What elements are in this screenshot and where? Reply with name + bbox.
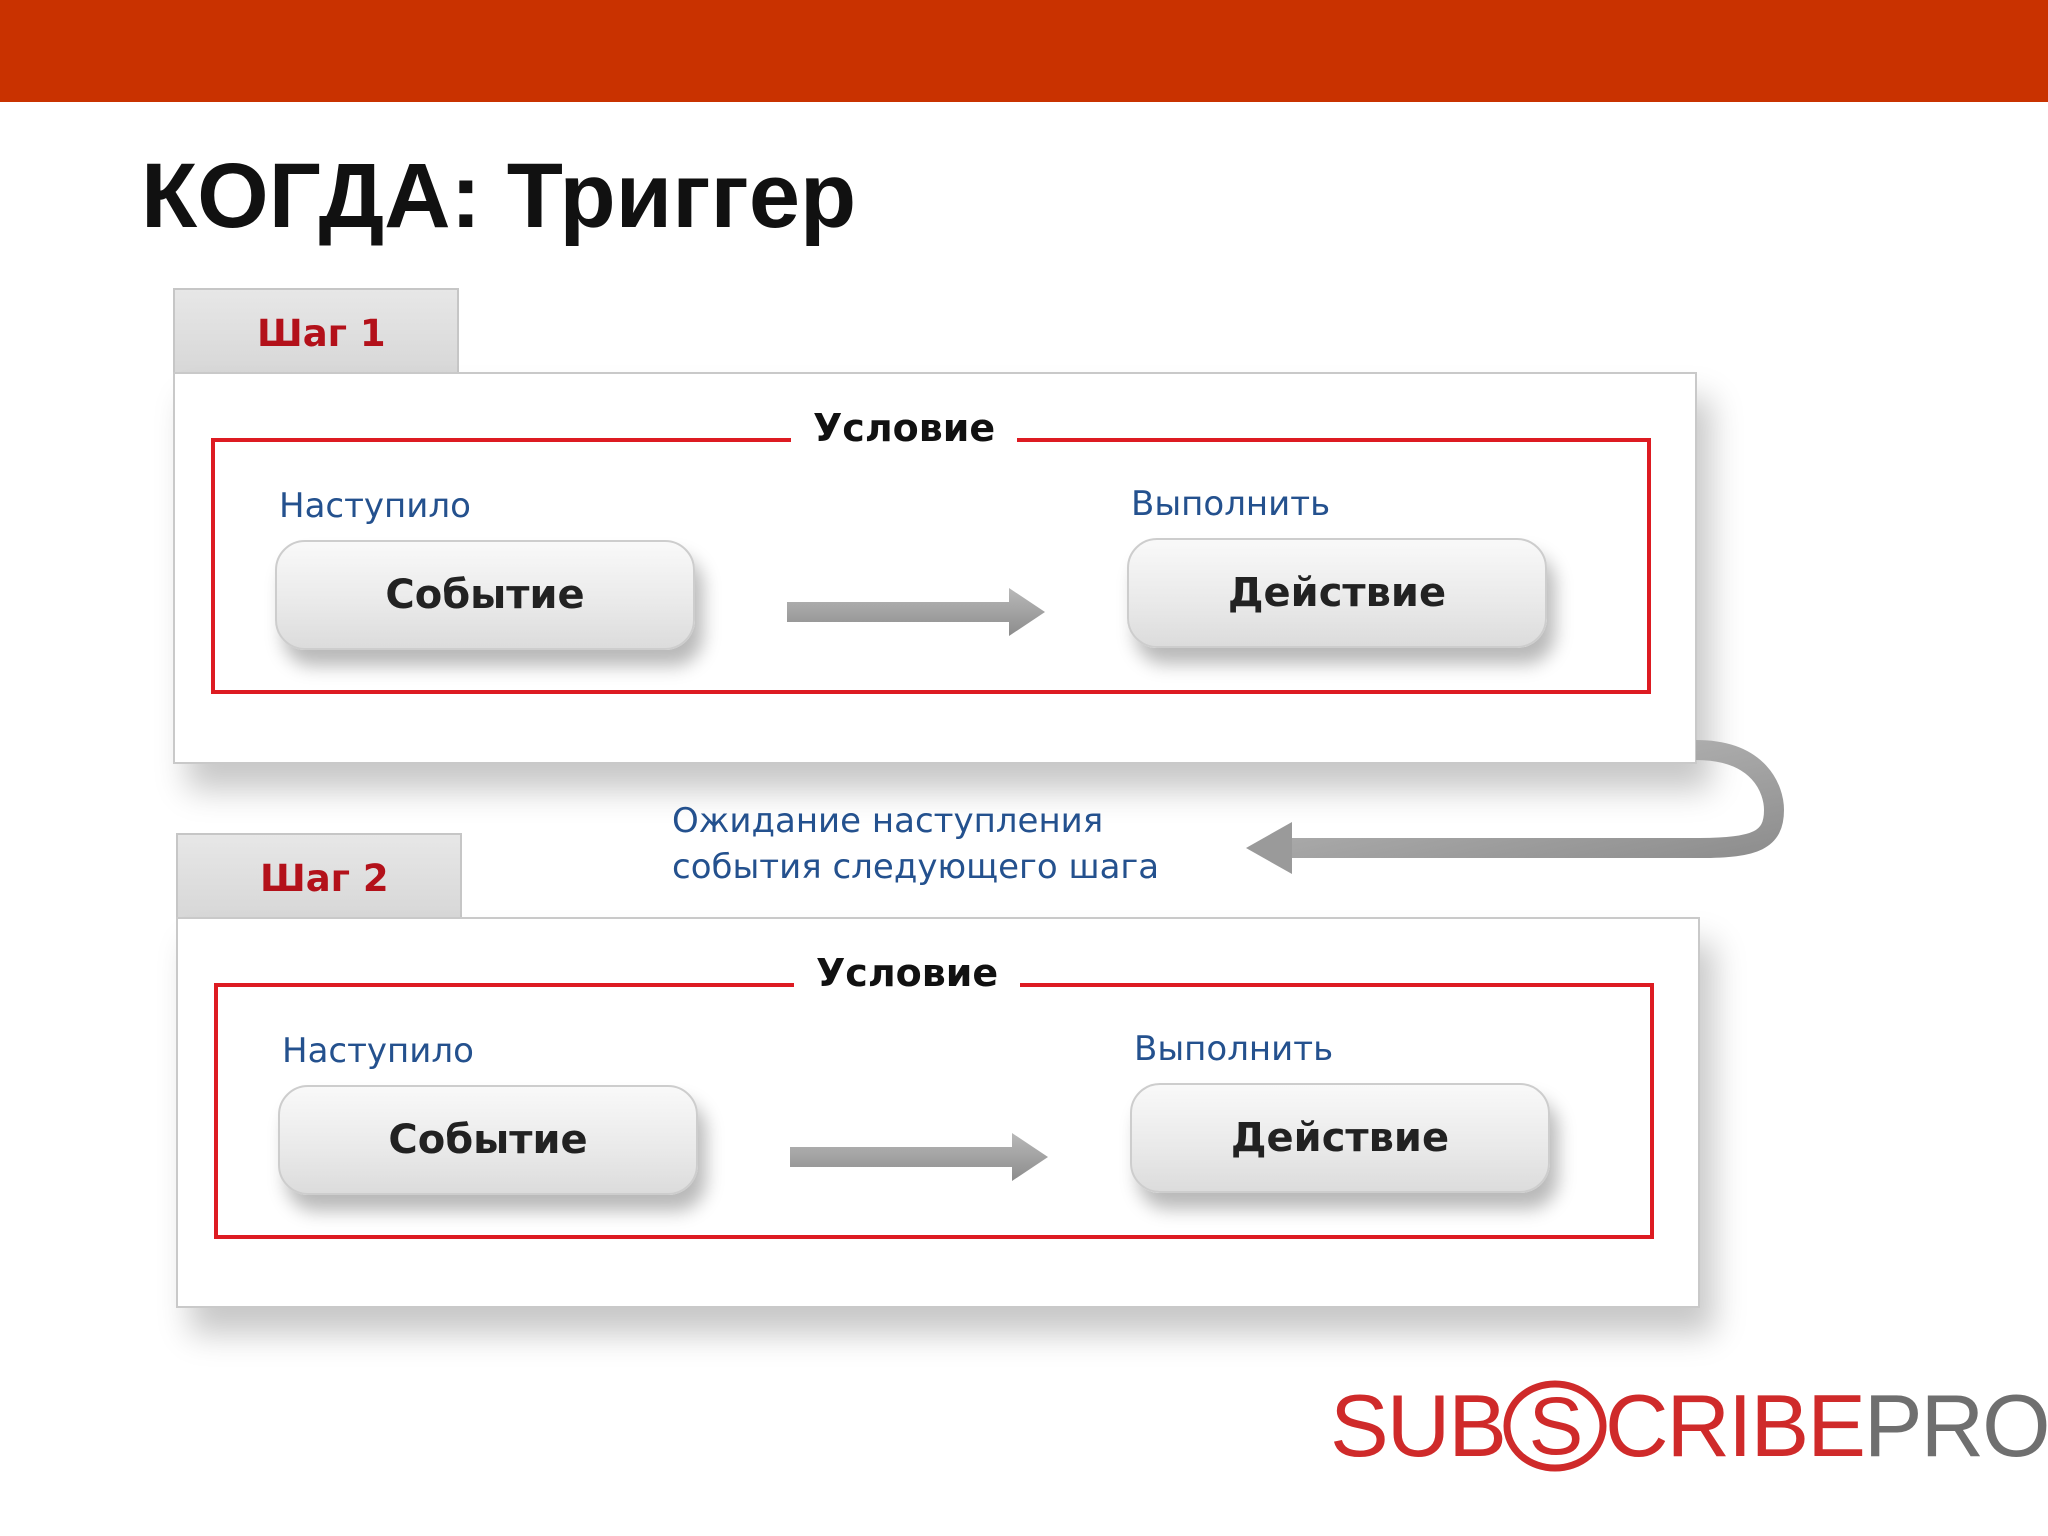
step-1-event-node: Событие	[275, 540, 695, 650]
step-2-tab: Шаг 2	[176, 833, 462, 919]
step-1-action-label: Действие	[1227, 570, 1447, 616]
step-1-event-label: Событие	[385, 572, 585, 618]
step-2-condition-label: Условие	[794, 951, 1021, 995]
step-1-condition-box: Условие Наступило Выполнить Событие	[211, 406, 1651, 694]
step-2-occurred-label: Наступило	[282, 1031, 474, 1071]
step-1-panel: Условие Наступило Выполнить Событие	[173, 372, 1697, 764]
step-1-tab-label: Шаг 1	[257, 312, 386, 355]
logo-s-emblem-icon: S	[1503, 1380, 1607, 1472]
step-2-condition-box: Условие Наступило Выполнить Событие	[214, 951, 1654, 1239]
step-2: Шаг 2 Условие Наступило Выполнить Событи…	[0, 833, 2048, 1393]
step-1-condition-label: Условие	[791, 406, 1018, 450]
return-arrow-icon	[1246, 740, 1785, 874]
step-1-tab: Шаг 1	[173, 288, 459, 374]
step-1: Шаг 1 Условие Наступило Выполнить Событи…	[0, 288, 2048, 848]
step-2-event-label: Событие	[388, 1117, 588, 1163]
logo-emblem-letter: S	[1529, 1381, 1582, 1472]
subscribepro-logo: SUB S CRIBE PRO	[1330, 1378, 2048, 1474]
step-2-panel: Условие Наступило Выполнить Событие	[176, 917, 1700, 1308]
slide-title: КОГДА: Триггер	[141, 145, 857, 247]
logo-text-cribe: CRIBE	[1604, 1376, 1866, 1475]
step-1-action-node: Действие	[1127, 538, 1547, 648]
wait-caption: Ожидание наступления события следующего …	[672, 798, 1159, 890]
logo-text-sub: SUB	[1330, 1376, 1507, 1475]
step-1-occurred-label: Наступило	[279, 486, 471, 526]
wait-caption-line-1: Ожидание наступления	[672, 801, 1104, 841]
step-2-event-node: Событие	[278, 1085, 698, 1195]
step-2-right-arrow-icon	[790, 1133, 1048, 1181]
step-1-right-arrow-icon	[787, 588, 1045, 636]
step-1-execute-label: Выполнить	[1131, 484, 1331, 524]
logo-text-pro: PRO	[1863, 1376, 2048, 1475]
step-2-execute-label: Выполнить	[1134, 1029, 1334, 1069]
step-2-action-label: Действие	[1230, 1115, 1450, 1161]
step-2-action-node: Действие	[1130, 1083, 1550, 1193]
wait-caption-line-2: события следующего шага	[672, 847, 1160, 887]
top-banner	[0, 0, 2048, 102]
step-2-tab-label: Шаг 2	[260, 857, 389, 900]
